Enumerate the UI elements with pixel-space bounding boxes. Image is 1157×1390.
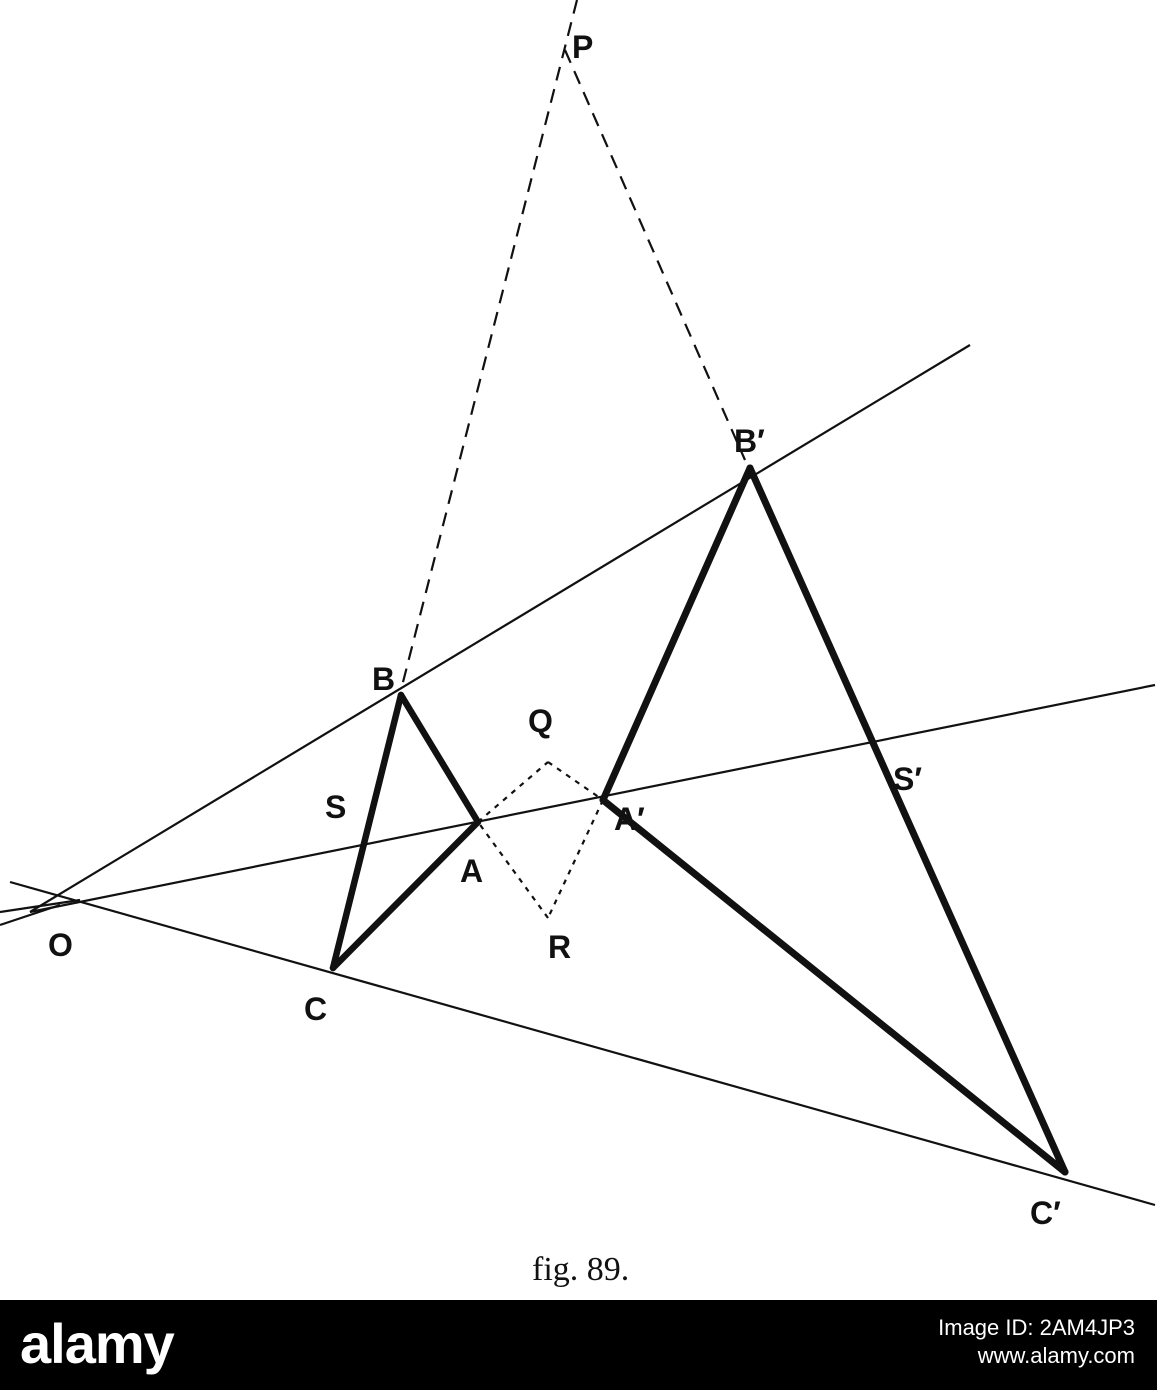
dotted-parallelogram <box>477 761 604 919</box>
side-bprime-aprime <box>599 464 754 804</box>
label-s-prime: S′ <box>893 761 922 797</box>
side-bprime-cprime <box>746 464 1069 1176</box>
side-b-c <box>329 691 405 972</box>
ray-o-a <box>29 683 1156 914</box>
dashed-lines <box>399 0 747 691</box>
dashed-p-bprime <box>563 49 747 461</box>
ray-o-c <box>9 880 1156 1207</box>
triangle-abc <box>329 691 482 972</box>
label-c-prime: C′ <box>1030 1195 1061 1231</box>
triangle-abc-prime <box>599 464 1069 1176</box>
ray-o-tail-2 <box>0 903 61 927</box>
image-id-text: Image ID: 2AM4JP3 <box>938 1315 1135 1340</box>
label-s: S <box>325 789 346 825</box>
dotted-a-q <box>477 761 549 823</box>
side-aprime-cprime <box>599 796 1069 1176</box>
ray-o-b <box>29 344 971 913</box>
label-q: Q <box>528 703 553 739</box>
geometry-diagram: P B′ B Q S A′ S′ A R O C C′ fig. 89. <box>0 0 1156 1288</box>
label-b: B <box>372 661 395 697</box>
side-b-a <box>397 691 482 826</box>
figure-area: P B′ B Q S A′ S′ A R O C C′ fig. 89. <box>0 0 1156 1288</box>
dashed-p-b <box>399 0 579 691</box>
label-b-prime: B′ <box>734 423 765 459</box>
dotted-aprime-r <box>547 799 604 919</box>
dotted-r-a <box>477 821 549 919</box>
site-url-text: www.alamy.com <box>977 1343 1135 1368</box>
side-c-a <box>329 818 482 972</box>
rays-from-o <box>0 344 1156 1207</box>
label-r: R <box>548 929 571 965</box>
dotted-q-aprime <box>547 761 604 801</box>
image-id-block: Image ID: 2AM4JP3 www.alamy.com <box>938 1314 1135 1370</box>
figure-caption: fig. 89. <box>532 1251 629 1288</box>
label-a-prime: A′ <box>614 801 645 837</box>
watermark-bar: alamy Image ID: 2AM4JP3 www.alamy.com <box>0 1300 1157 1390</box>
alamy-logo: alamy <box>20 1312 175 1375</box>
label-p: P <box>572 29 593 65</box>
ray-o-tail <box>0 898 81 914</box>
label-o: O <box>48 927 73 963</box>
label-a: A <box>460 853 483 889</box>
label-c: C <box>304 991 327 1027</box>
